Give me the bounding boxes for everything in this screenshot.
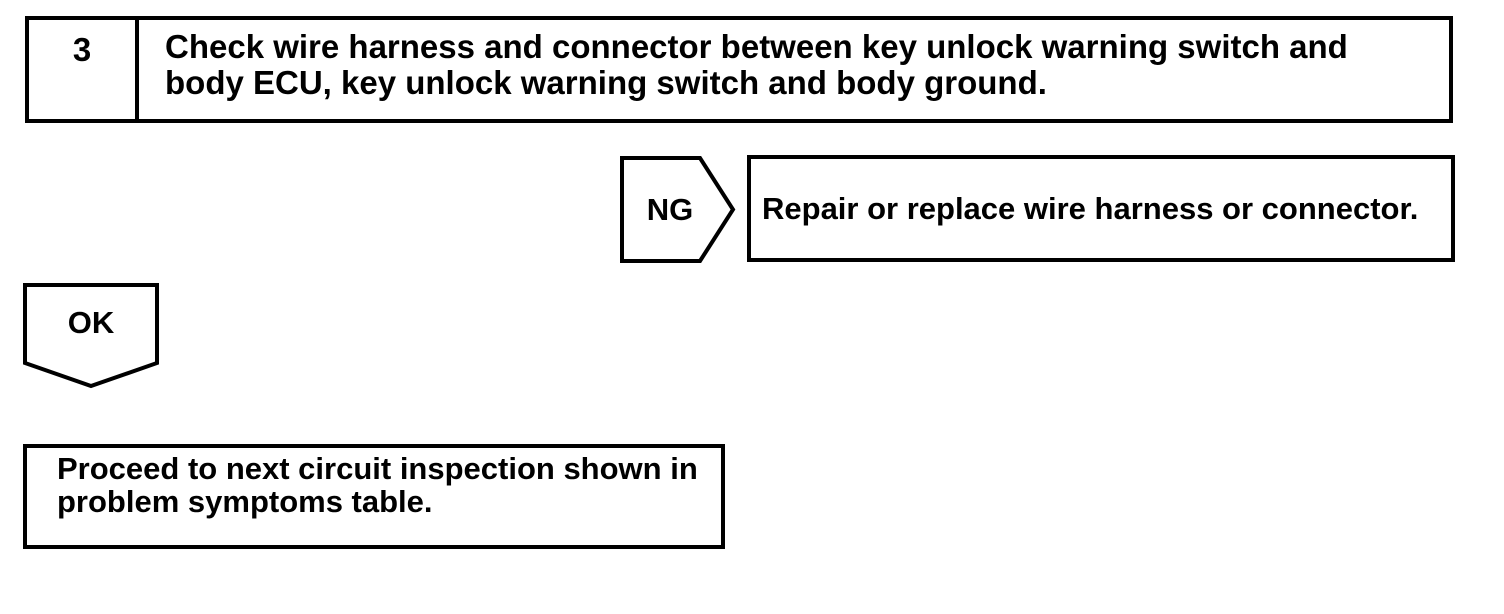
step-instruction: Check wire harness and connector between… [139, 20, 1449, 119]
ok-connector-shape: OK [23, 283, 159, 389]
step-number-cell: 3 [29, 20, 139, 119]
ng-label: NG [646, 191, 694, 227]
ok-result-line-1: Proceed to next circuit inspection shown… [57, 451, 698, 486]
ok-result-box: Proceed to next circuit inspection shown… [23, 444, 725, 549]
ok-pentagon-icon [23, 283, 159, 389]
ok-label: OK [67, 305, 115, 340]
ng-result-box: Repair or replace wire harness or connec… [747, 155, 1455, 262]
step-instruction-line-1: Check wire harness and connector between… [165, 28, 1348, 65]
ng-result-text: Repair or replace wire harness or connec… [762, 190, 1419, 226]
step-number: 3 [72, 31, 92, 68]
ng-pentagon-icon [620, 156, 736, 263]
step-box: 3 Check wire harness and connector betwe… [25, 16, 1453, 123]
ok-result-line-2: problem symptoms table. [57, 484, 433, 519]
step-instruction-line-2: body ECU, key unlock warning switch and … [165, 64, 1047, 101]
ng-connector-shape: NG [620, 156, 737, 263]
